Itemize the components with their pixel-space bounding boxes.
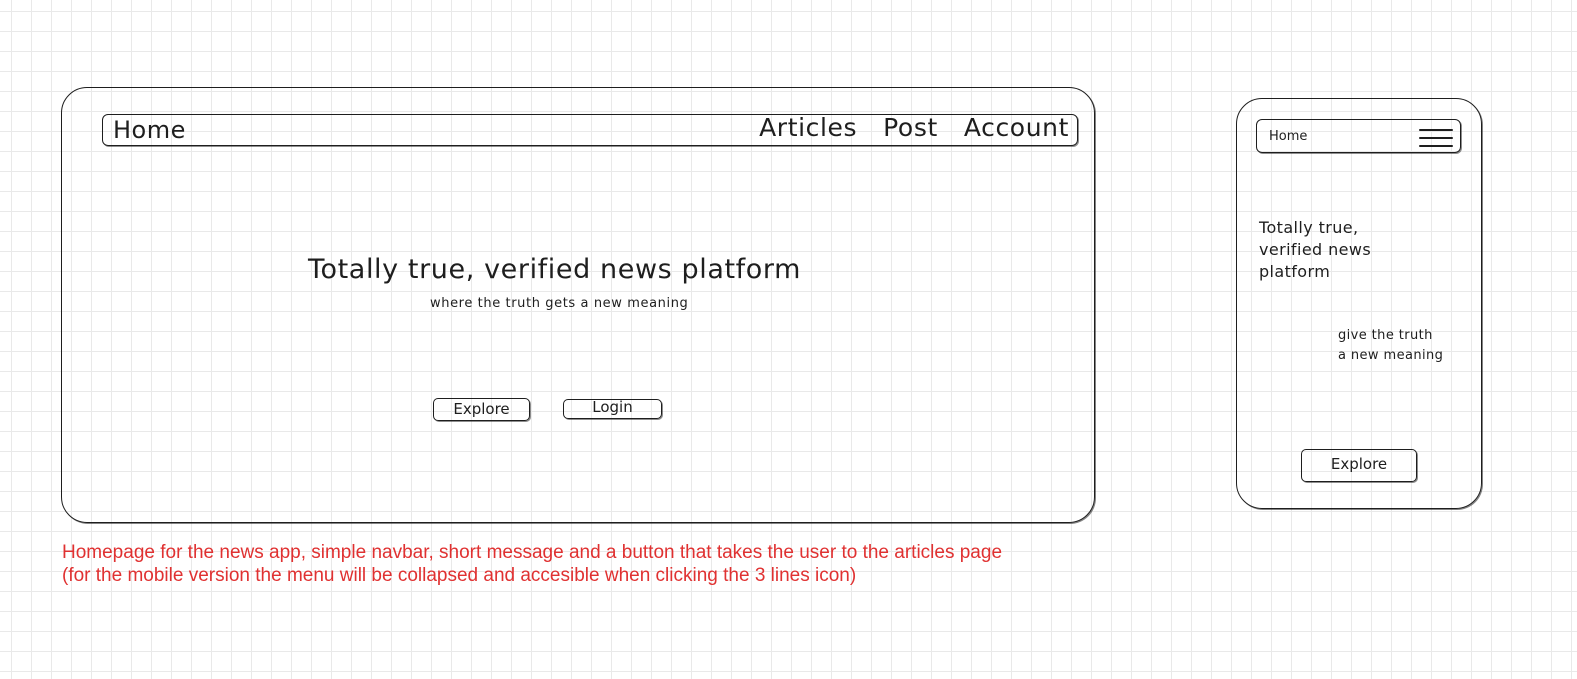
mobile-hero-title-line: verified news (1259, 240, 1372, 259)
hero-subtitle: where the truth gets a new meaning (430, 296, 689, 311)
mobile-hero-subtitle: give the truth a new meaning (1338, 326, 1468, 366)
nav-post-link[interactable]: Post (883, 113, 938, 142)
nav-account-link[interactable]: Account (963, 113, 1069, 142)
hero-title: Totally true, verified news platform (308, 254, 802, 285)
mobile-wireframe-frame: Home Totally true, verified news platfor… (1236, 98, 1482, 509)
mobile-nav-home-link[interactable]: Home (1269, 129, 1308, 144)
annotation-line: (for the mobile version the menu will be… (62, 565, 857, 586)
mobile-hero-subtitle-line: give the truth (1338, 328, 1433, 343)
nav-articles-link[interactable]: Articles (759, 113, 858, 142)
desktop-wireframe-frame: Home Articles Post Account Totally true,… (61, 87, 1095, 523)
annotation-line: Homepage for the news app, simple navbar… (62, 542, 1003, 563)
mobile-explore-button[interactable]: Explore (1301, 449, 1417, 482)
mobile-hero-subtitle-line: a new meaning (1338, 348, 1444, 363)
mobile-navbar: Home (1256, 119, 1461, 153)
hamburger-menu-icon[interactable] (1419, 126, 1453, 148)
mobile-hero-title: Totally true, verified news platform (1259, 217, 1409, 283)
mobile-hero-title-line: platform (1259, 262, 1331, 281)
nav-home-link[interactable]: Home (113, 116, 186, 144)
mobile-hero-title-line: Totally true, (1259, 218, 1359, 237)
nav-links: Articles Post Account (759, 113, 1069, 142)
annotation-note: Homepage for the news app, simple navbar… (62, 541, 1122, 587)
explore-button[interactable]: Explore (433, 398, 530, 421)
login-button[interactable]: Login (563, 399, 662, 419)
desktop-navbar: Home Articles Post Account (102, 113, 1078, 146)
